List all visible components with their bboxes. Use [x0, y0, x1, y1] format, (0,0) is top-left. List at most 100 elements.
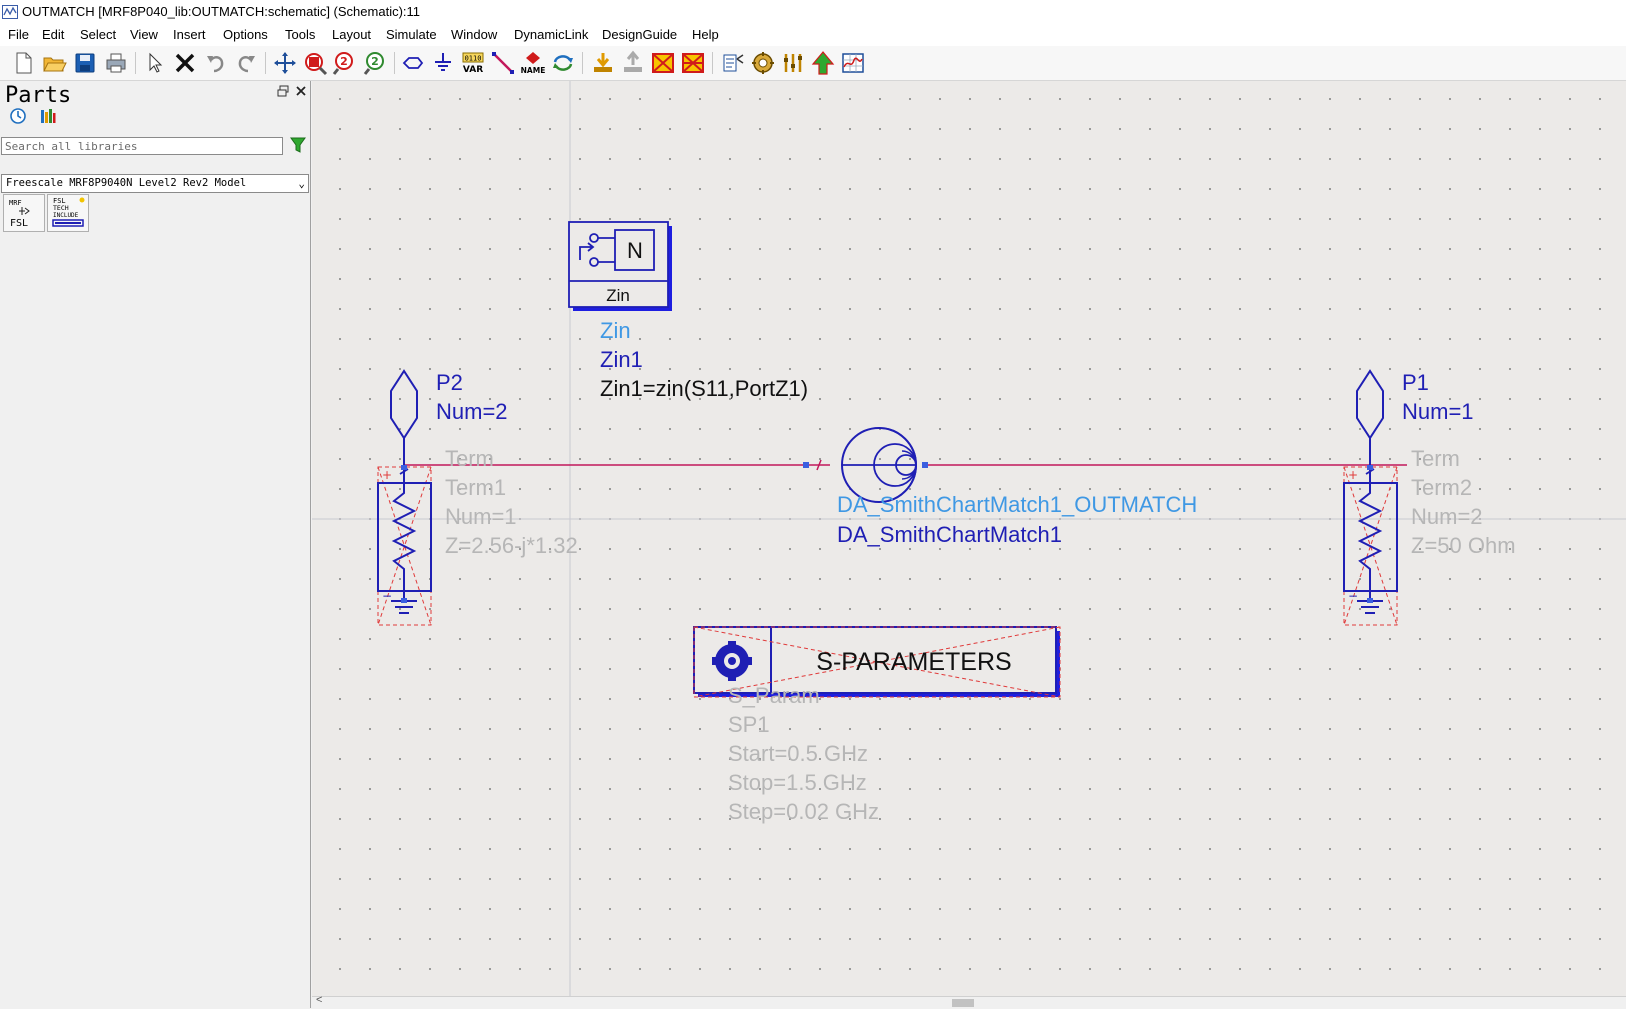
toolbar-separator [394, 52, 395, 74]
minus-marker: − [382, 589, 392, 603]
insert-port-icon[interactable] [400, 50, 426, 76]
horizontal-scrollbar[interactable]: < [312, 994, 1626, 1009]
port-p2-num: Num=2 [436, 399, 508, 424]
term2-symbol[interactable]: + − [1343, 465, 1398, 626]
push-into-hierarchy-icon[interactable] [590, 50, 616, 76]
zin-instance-label: Zin1 [600, 347, 643, 372]
menu-window[interactable]: Window [451, 27, 498, 42]
menu-options[interactable]: Options [223, 27, 268, 42]
menu-view[interactable]: View [130, 27, 158, 42]
menu-edit[interactable]: Edit [42, 27, 65, 42]
pop-out-hierarchy-icon[interactable] [620, 50, 646, 76]
port-p2-symbol[interactable] [390, 369, 418, 465]
svg-text:MRF: MRF [9, 199, 22, 207]
svg-text:INCLUDE: INCLUDE [53, 212, 79, 219]
save-icon[interactable] [72, 50, 98, 76]
schematic-drawing: N Zin + − [312, 81, 1626, 996]
menu-select[interactable]: Select [80, 27, 117, 42]
s-parameters-block[interactable]: S-PARAMETERS [693, 626, 1061, 698]
smith-chart-match-block[interactable] [841, 427, 917, 503]
zin-symbol-text: N [627, 238, 643, 263]
print-icon[interactable] [103, 50, 129, 76]
main-wire[interactable] [405, 459, 1407, 471]
fsl-tech-include-icon: FSL TECH INCLUDE [52, 197, 85, 227]
library-dropdown[interactable]: Freescale MRF8P9040N Level2 Rev2 Model ⌄ [1, 174, 309, 193]
library-search-input[interactable] [1, 137, 283, 155]
schematic-canvas[interactable]: N Zin + − [312, 81, 1626, 996]
term2-type-label: Term [1411, 446, 1460, 471]
toolbar-separator [582, 52, 583, 74]
svg-text:TECH: TECH [53, 204, 69, 212]
menu-layout[interactable]: Layout [332, 27, 372, 42]
port-p1-symbol[interactable] [1356, 369, 1384, 465]
zoom-area-icon[interactable] [302, 50, 328, 76]
plus-marker: + [1348, 468, 1358, 482]
term1-type-label: Term [445, 446, 494, 471]
zin-measurement-block[interactable]: N Zin [568, 221, 672, 311]
term2-z-label: Z=50 Ohm [1411, 533, 1516, 558]
library-browser-icon[interactable] [39, 107, 57, 125]
menu-designguide[interactable]: DesignGuide [602, 27, 678, 42]
insert-wire-icon[interactable] [490, 50, 516, 76]
menu-insert[interactable]: Insert [173, 27, 206, 42]
simulate-icon[interactable] [810, 50, 836, 76]
undo-icon[interactable] [203, 50, 229, 76]
design-parameters-icon[interactable] [720, 50, 746, 76]
chevron-down-icon: ⌄ [298, 177, 305, 190]
menu-tools[interactable]: Tools [285, 27, 316, 42]
svg-text:FSL: FSL [10, 218, 28, 229]
rotate-icon[interactable] [550, 50, 576, 76]
sparam-type-label: S_Param [728, 683, 820, 708]
scrollbar-thumb[interactable] [952, 999, 974, 1007]
scroll-left-icon[interactable]: < [316, 994, 323, 1006]
float-panel-icon[interactable] [276, 84, 290, 98]
delete-icon[interactable] [172, 50, 198, 76]
data-display-icon[interactable] [840, 50, 866, 76]
menu-simulate[interactable]: Simulate [386, 27, 437, 42]
port-p1-num: Num=1 [1402, 399, 1474, 424]
simulation-settings-icon[interactable] [750, 50, 776, 76]
simulation-gear-icon [712, 641, 752, 681]
redo-icon[interactable] [233, 50, 259, 76]
move-icon[interactable] [272, 50, 298, 76]
zin-equation-label: Zin1=zin(S11,PortZ1) [600, 376, 809, 401]
menu-dynamiclink[interactable]: DynamicLink [514, 27, 589, 42]
insert-ground-icon[interactable] [430, 50, 456, 76]
tune-icon[interactable] [780, 50, 806, 76]
menu-help[interactable]: Help [692, 27, 719, 42]
palette-item-mrf-fsl[interactable]: MRF FSL [3, 194, 45, 232]
new-file-icon[interactable] [10, 50, 36, 76]
zoom-in-icon[interactable]: 2 [332, 50, 358, 76]
toolbar-separator [135, 52, 136, 74]
window-title: OUTMATCH [MRF8P040_lib:OUTMATCH:schemati… [22, 4, 421, 19]
toolbar-separator [265, 52, 266, 74]
port-p1-name: P1 [1402, 370, 1429, 395]
deactivate-icon[interactable] [650, 50, 676, 76]
title-bar: OUTMATCH [MRF8P040_lib:OUTMATCH:schemati… [0, 0, 1626, 24]
parts-panel-header: Parts [0, 81, 310, 108]
term1-z-label: Z=2.56-j*1.32 [445, 533, 578, 558]
mrf-fsl-model-icon: MRF FSL [9, 199, 30, 229]
menu-bar: File Edit Select View Insert Options Too… [0, 24, 1626, 46]
insert-wire-label-icon[interactable]: NAME [520, 50, 546, 76]
svg-text:VAR: VAR [463, 65, 483, 75]
palette-item-fsl-tech-include[interactable]: FSL TECH INCLUDE [47, 194, 89, 232]
port-p2-name: P2 [436, 370, 463, 395]
term2-instance-label: Term2 [1411, 475, 1473, 500]
library-dropdown-value: Freescale MRF8P9040N Level2 Rev2 Model [6, 177, 247, 189]
term1-symbol[interactable]: + − [377, 465, 432, 626]
select-arrow-icon[interactable] [142, 50, 168, 76]
filter-icon[interactable] [290, 136, 306, 154]
zoom-out-icon[interactable]: 2 [362, 50, 388, 76]
menu-file[interactable]: File [8, 27, 29, 42]
open-folder-icon[interactable] [41, 50, 67, 76]
deactivate-short-icon[interactable] [680, 50, 706, 76]
close-panel-icon[interactable] [294, 84, 308, 98]
minus-marker: − [1348, 589, 1358, 603]
recent-history-icon[interactable] [9, 107, 27, 125]
svg-text:NAME: NAME [521, 66, 546, 75]
parts-panel-title: Parts [5, 83, 72, 108]
smith-instance-label: DA_SmithChartMatch1 [837, 522, 1062, 547]
